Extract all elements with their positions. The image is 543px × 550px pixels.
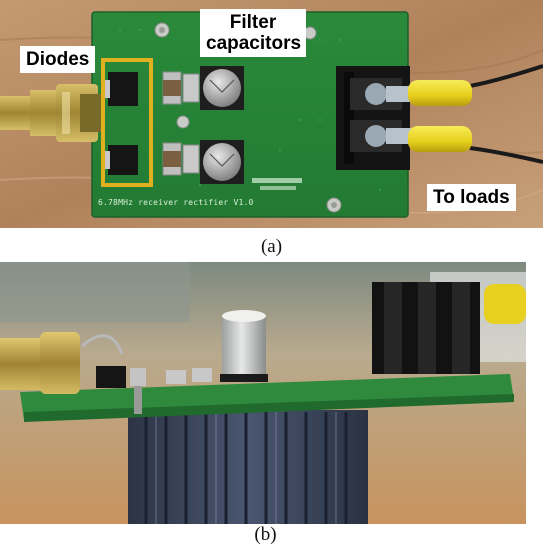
terminal-block [336, 66, 412, 170]
diode-component [104, 72, 138, 106]
to-loads-label: To loads [427, 184, 516, 211]
terminal-block [372, 282, 480, 374]
mounting-screw [176, 115, 190, 129]
smd-capacitor [182, 144, 200, 174]
diode-component [104, 145, 138, 175]
filter-capacitor [220, 310, 268, 382]
yellow-crimp-terminal [408, 80, 472, 106]
heatsink [128, 410, 368, 524]
yellow-crimp-terminal [408, 126, 472, 152]
photo-side-view [0, 262, 526, 524]
filter-capacitor [200, 140, 244, 184]
side-view-illustration [0, 262, 526, 524]
smd-capacitor [162, 71, 182, 105]
bnc-connector [0, 84, 102, 142]
filter-capacitor [200, 66, 244, 110]
caption-b: (b) [254, 524, 277, 545]
pcb-side [20, 374, 514, 422]
filter-label-line1: Filter [229, 12, 277, 33]
smd-capacitor [182, 73, 200, 103]
caption-a: (a) [260, 236, 283, 257]
filter-label-line2: capacitors [206, 33, 302, 54]
load-wires [469, 64, 543, 164]
diodes-label: Diodes [20, 46, 96, 73]
photo-top-view: Diodes Filter capacitors To loads 6.78MH… [0, 0, 543, 228]
mounting-screw [326, 197, 342, 213]
pcb-silkscreen-text: 6.78MHz receiver rectifier V1.0 [98, 198, 254, 207]
bnc-connector [0, 332, 124, 394]
silkscreen-marks [252, 178, 302, 190]
mounting-screw [154, 22, 170, 38]
filter-capacitors-label: Filter capacitors [200, 9, 306, 57]
diode-component [96, 366, 126, 388]
smd-capacitor [162, 142, 182, 176]
mounting-screw [130, 368, 146, 414]
smd-capacitor [166, 370, 186, 384]
diodes-highlight-box [101, 58, 153, 187]
smd-capacitor [192, 368, 212, 382]
yellow-crimp-terminal [484, 284, 526, 324]
